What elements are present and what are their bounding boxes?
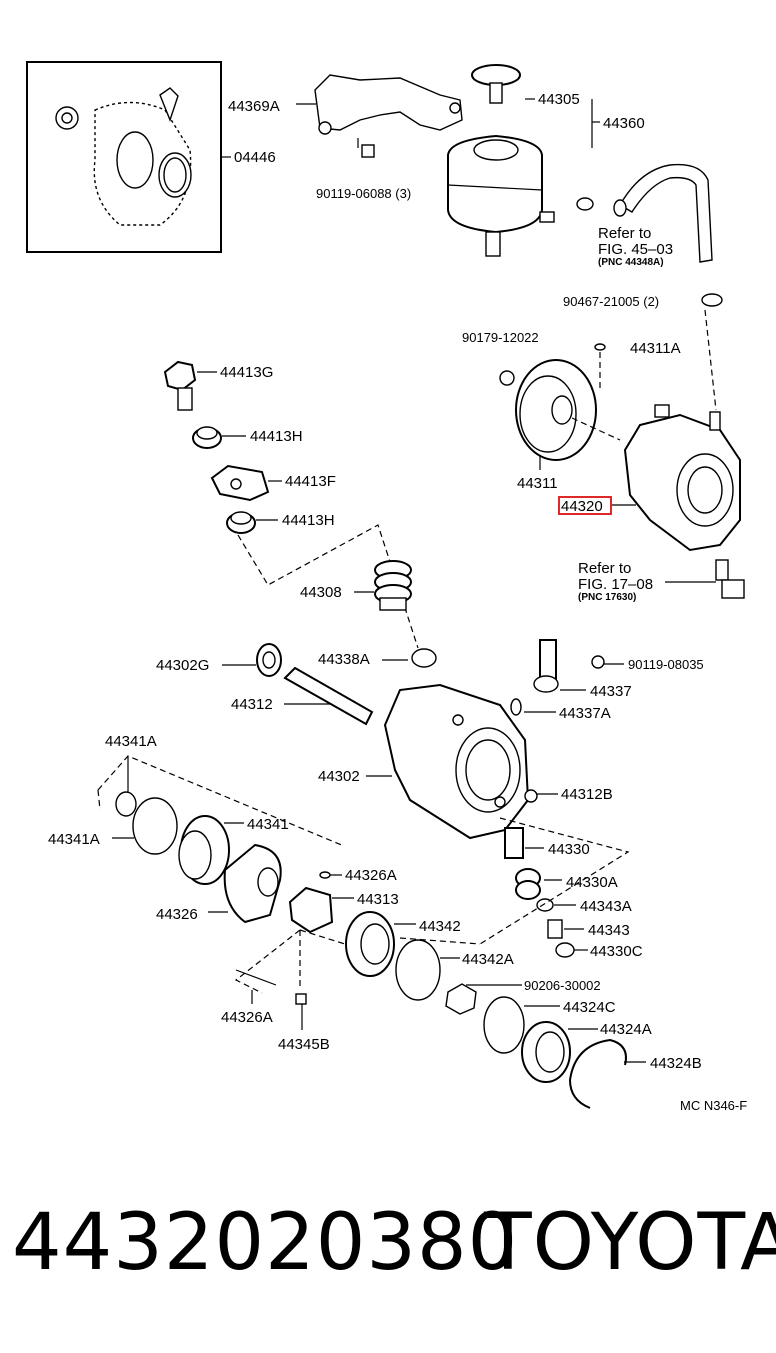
- label-44413H-lower: 44413H: [282, 512, 335, 529]
- label-44341: 44341: [247, 816, 289, 833]
- shaft-44312: [283, 666, 374, 726]
- refer-fig-17-08-pnc: (PNC 17630): [578, 592, 636, 603]
- highlight-44320: [558, 496, 612, 515]
- bushing-44413H-lower: [226, 511, 278, 534]
- refer-fig-17-08-line2: FIG. 17–08: [578, 576, 653, 593]
- bracket-44413F: [210, 464, 282, 502]
- hose-assembly: [576, 163, 723, 411]
- label-44312: 44312: [231, 696, 273, 713]
- bushing-44413H-upper: [192, 426, 246, 449]
- label-44413H-upper: 44413H: [250, 428, 303, 445]
- exploded-parts-diagram: 44369A 04446 90119-06088 (3) 44305 44360…: [26, 61, 747, 1113]
- bolt-90119-06088: [357, 138, 375, 158]
- valve-44308: [354, 560, 412, 611]
- label-44369A: 44369A: [228, 98, 280, 115]
- label-44302: 44302: [318, 768, 360, 785]
- label-44308: 44308: [300, 584, 342, 601]
- label-44302G: 44302G: [156, 657, 209, 674]
- reservoir-44360: [447, 64, 600, 257]
- label-44324A: 44324A: [600, 1021, 652, 1038]
- label-44345B: 44345B: [278, 1036, 330, 1053]
- sensor-17630: [665, 559, 745, 599]
- label-44313: 44313: [357, 891, 399, 908]
- label-90119-06088: 90119-06088 (3): [316, 186, 411, 201]
- label-44343A: 44343A: [580, 898, 632, 915]
- fitting-44337: [510, 639, 624, 716]
- label-44338A: 44338A: [318, 651, 370, 668]
- brand-name: TOYOTA: [484, 1198, 776, 1288]
- label-44337: 44337: [590, 683, 632, 700]
- label-44342: 44342: [419, 918, 461, 935]
- refer-fig-17-08-line1: Refer to: [578, 560, 631, 577]
- label-44324C: 44324C: [563, 999, 616, 1016]
- label-44341A-left: 44341A: [48, 831, 100, 848]
- inset-gasket-kit: [26, 61, 231, 253]
- label-44305: 44305: [538, 91, 580, 108]
- label-44341A-top: 44341A: [105, 733, 157, 750]
- label-90206-30002: 90206-30002: [524, 978, 601, 993]
- label-44330C: 44330C: [590, 943, 643, 960]
- relief-valve-group: [479, 817, 630, 958]
- cartridge-group: [97, 755, 481, 1030]
- oring-44338A: [382, 648, 437, 668]
- bolt-44413G: [163, 360, 217, 411]
- bearing-44302G: [222, 643, 282, 677]
- label-44311: 44311: [517, 475, 558, 492]
- label-44337A: 44337A: [559, 705, 611, 722]
- clip-44312B: [524, 789, 558, 803]
- pulley-44311: [499, 343, 621, 470]
- label-44343: 44343: [588, 922, 630, 939]
- housing-44302: [366, 683, 530, 840]
- label-90179-12022: 90179-12022: [462, 330, 539, 345]
- refer-fig-45-03-line2: FIG. 45–03: [598, 241, 673, 258]
- seal-group: [445, 983, 646, 1109]
- part-number: 4432020380: [12, 1198, 519, 1288]
- label-44330A: 44330A: [566, 874, 618, 891]
- diagram-code: MC N346-F: [680, 1098, 747, 1113]
- refer-fig-45-03-pnc: (PNC 44348A): [598, 257, 664, 268]
- label-44342A: 44342A: [462, 951, 514, 968]
- label-44326A-bottom: 44326A: [221, 1009, 273, 1026]
- label-44413G: 44413G: [220, 364, 273, 381]
- label-44312B: 44312B: [561, 786, 613, 803]
- label-44326A-top: 44326A: [345, 867, 397, 884]
- label-90467-21005: 90467-21005 (2): [563, 294, 659, 309]
- label-44320: 44320: [561, 498, 603, 515]
- label-90119-08035: 90119-08035: [628, 657, 704, 672]
- label-04446: 04446: [234, 149, 276, 166]
- label-44360: 44360: [603, 115, 645, 132]
- pump-assy-44320: [558, 404, 741, 552]
- label-44311A: 44311A: [630, 340, 681, 357]
- label-44413F: 44413F: [285, 473, 336, 490]
- label-44330: 44330: [548, 841, 590, 858]
- label-44326: 44326: [156, 906, 198, 923]
- refer-fig-45-03-line1: Refer to: [598, 225, 651, 242]
- label-44324B: 44324B: [650, 1055, 702, 1072]
- bracket-44369A: [296, 74, 463, 135]
